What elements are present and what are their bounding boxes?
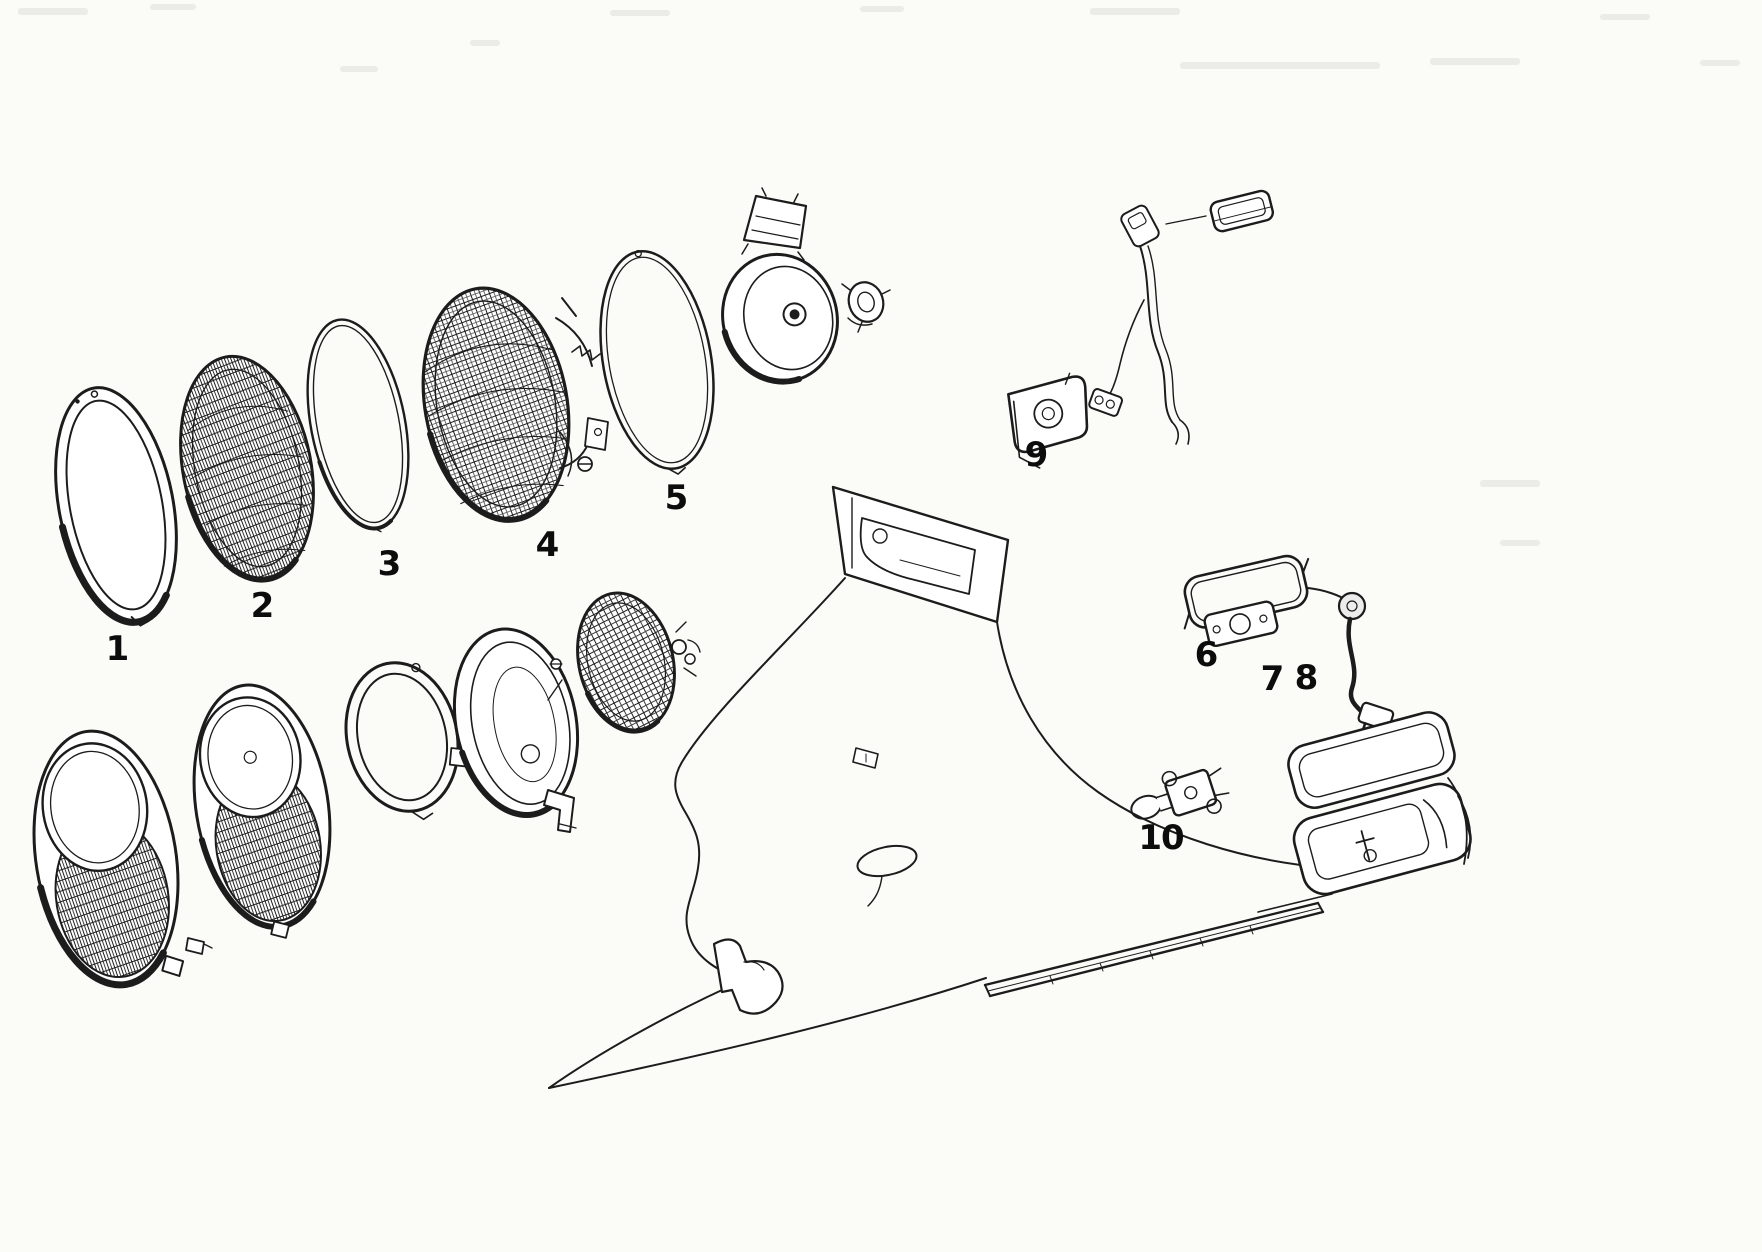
bucket-housing bbox=[451, 626, 581, 833]
headlamp-unit-part4 bbox=[420, 285, 609, 523]
cable-with-plug-part8 bbox=[1307, 587, 1395, 741]
tail-lamp-housing bbox=[1287, 711, 1472, 896]
bulb-socket-small bbox=[841, 281, 891, 333]
turn-signal-housing-part9 bbox=[1007, 372, 1089, 469]
wiring-harness bbox=[1088, 204, 1207, 445]
headlamp-bucket-second bbox=[191, 682, 333, 939]
side-lens-top-right bbox=[1209, 189, 1274, 233]
sealed-beam-lens bbox=[575, 590, 677, 734]
headlamp-gasket-part3 bbox=[305, 317, 411, 533]
headlamp-bucket-left bbox=[30, 727, 185, 989]
scan-artifacts bbox=[18, 4, 1740, 546]
headlamp-seal-part5 bbox=[599, 249, 715, 475]
sealed-beam-hardware bbox=[671, 621, 701, 677]
headlamp-unit-hardware bbox=[555, 297, 609, 477]
headlamp-rim-part1 bbox=[52, 384, 180, 627]
body-inner-panel bbox=[831, 485, 1010, 624]
reflector-bowl bbox=[719, 251, 841, 385]
leader-line bbox=[1165, 215, 1207, 225]
headlamp-lens-part2 bbox=[177, 353, 317, 583]
trim-strip bbox=[983, 893, 1333, 998]
body-clip bbox=[712, 938, 784, 1015]
small-clip bbox=[185, 937, 213, 955]
reflector-bracket bbox=[741, 187, 808, 261]
bulb-holder-part10 bbox=[1130, 767, 1230, 820]
bucket-bracket bbox=[543, 658, 577, 833]
license-light-housing-part7 bbox=[1203, 600, 1279, 648]
